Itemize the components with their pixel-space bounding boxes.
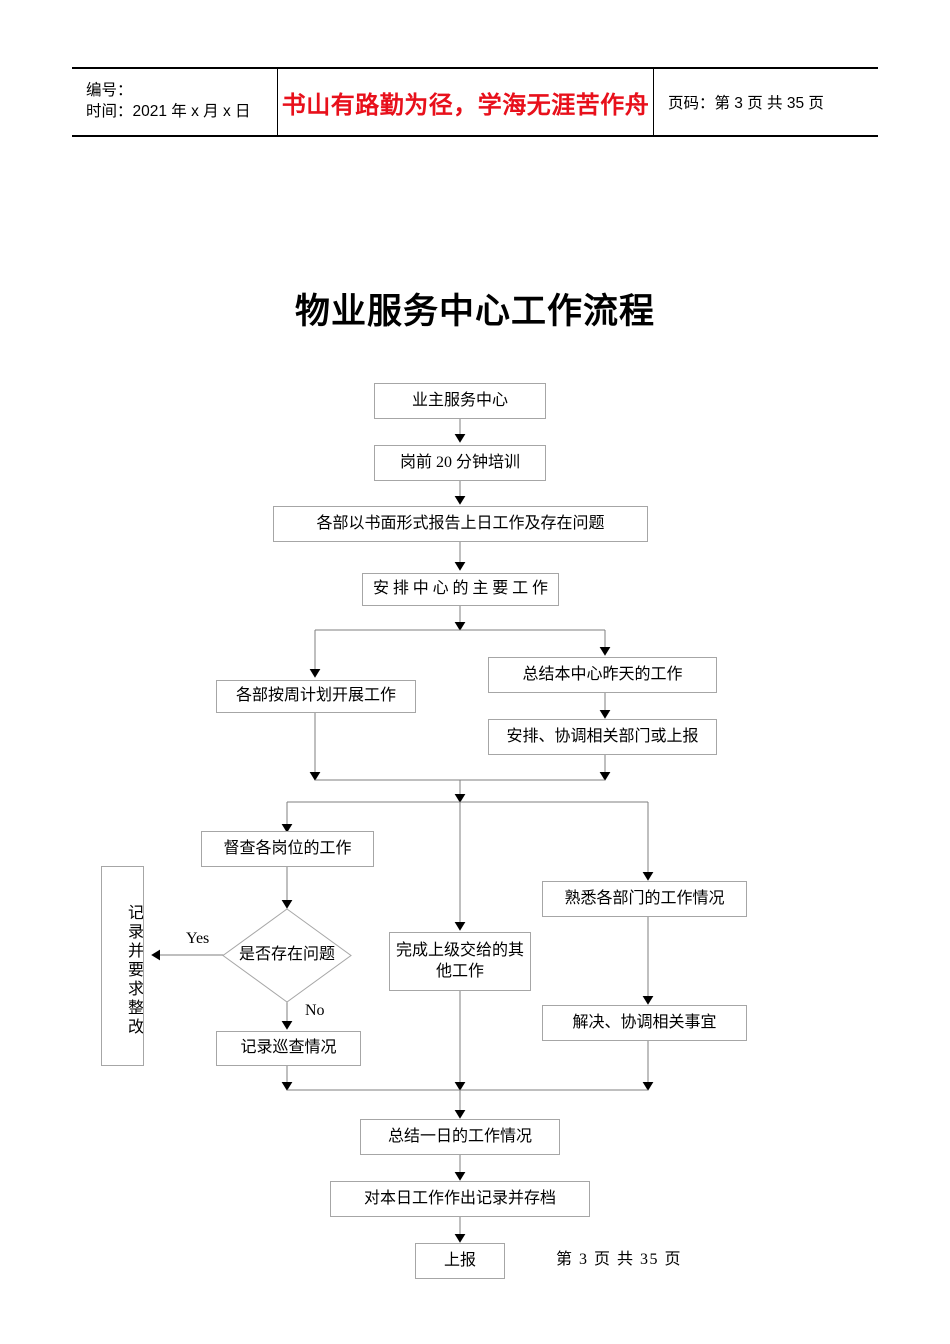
node-owner-service-center: 业主服务中心 [374, 383, 546, 419]
node-arrange-center-main-work: 安排中心的主要工作 [362, 573, 559, 606]
document-header-table: 编号： 时间：2021 年 x 月 x 日 书山有路勤为径，学海无涯苦作舟 页码… [72, 67, 878, 137]
header-doc-number: 编号： [86, 82, 133, 100]
header-cell-meta: 编号： 时间：2021 年 x 月 x 日 [72, 69, 278, 135]
node-report-upward: 上报 [415, 1243, 505, 1279]
node-supervise-post-work: 督查各岗位的工作 [201, 831, 374, 867]
node-record-patrol-situation: 记录巡查情况 [216, 1031, 361, 1066]
header-motto-text: 书山有路勤为径，学海无涯苦作舟 [281, 92, 650, 119]
node-resolve-coordinate-matters: 解决、协调相关事宜 [542, 1005, 747, 1041]
edge-label-no: No [305, 1002, 325, 1019]
node-record-and-archive: 对本日工作作出记录并存档 [330, 1181, 590, 1217]
footer-page-info: 第 3 页 共 35 页 [556, 1251, 683, 1268]
node-summarize-day-work: 总结一日的工作情况 [360, 1119, 560, 1155]
header-cell-motto: 书山有路勤为径，学海无涯苦作舟 [278, 69, 654, 135]
node-familiar-dept-work: 熟悉各部门的工作情况 [542, 881, 747, 917]
node-arrange-center-main-work-label: 安排中心的主要工作 [373, 580, 548, 597]
edge-label-yes: Yes [186, 930, 210, 947]
node-written-report: 各部以书面形式报告上日工作及存在问题 [273, 506, 648, 542]
node-summarize-yesterday-work: 总结本中心昨天的工作 [488, 657, 717, 693]
node-pre-shift-training: 岗前 20 分钟培训 [374, 445, 546, 481]
header-cell-pagenumber: 页码：第 3 页 共 35 页 [654, 69, 878, 135]
node-complete-superior-tasks: 完成上级交给的其他工作 [389, 932, 531, 991]
node-has-problem-decision: 是否存在问题 [222, 908, 352, 1003]
node-arrange-coordinate-report: 安排、协调相关部门或上报 [488, 719, 717, 755]
node-weekly-plan-work: 各部按周计划开展工作 [216, 680, 416, 713]
header-page-label: 页码：第 3 页 共 35 页 [668, 95, 824, 112]
node-has-problem-decision-label: 是否存在问题 [238, 946, 335, 964]
page-title: 物业服务中心工作流程 [294, 292, 655, 331]
node-record-and-require-rectify: 记录并要求整改 [101, 866, 144, 1066]
header-date: 时间：2021 年 x 月 x 日 [86, 103, 251, 120]
